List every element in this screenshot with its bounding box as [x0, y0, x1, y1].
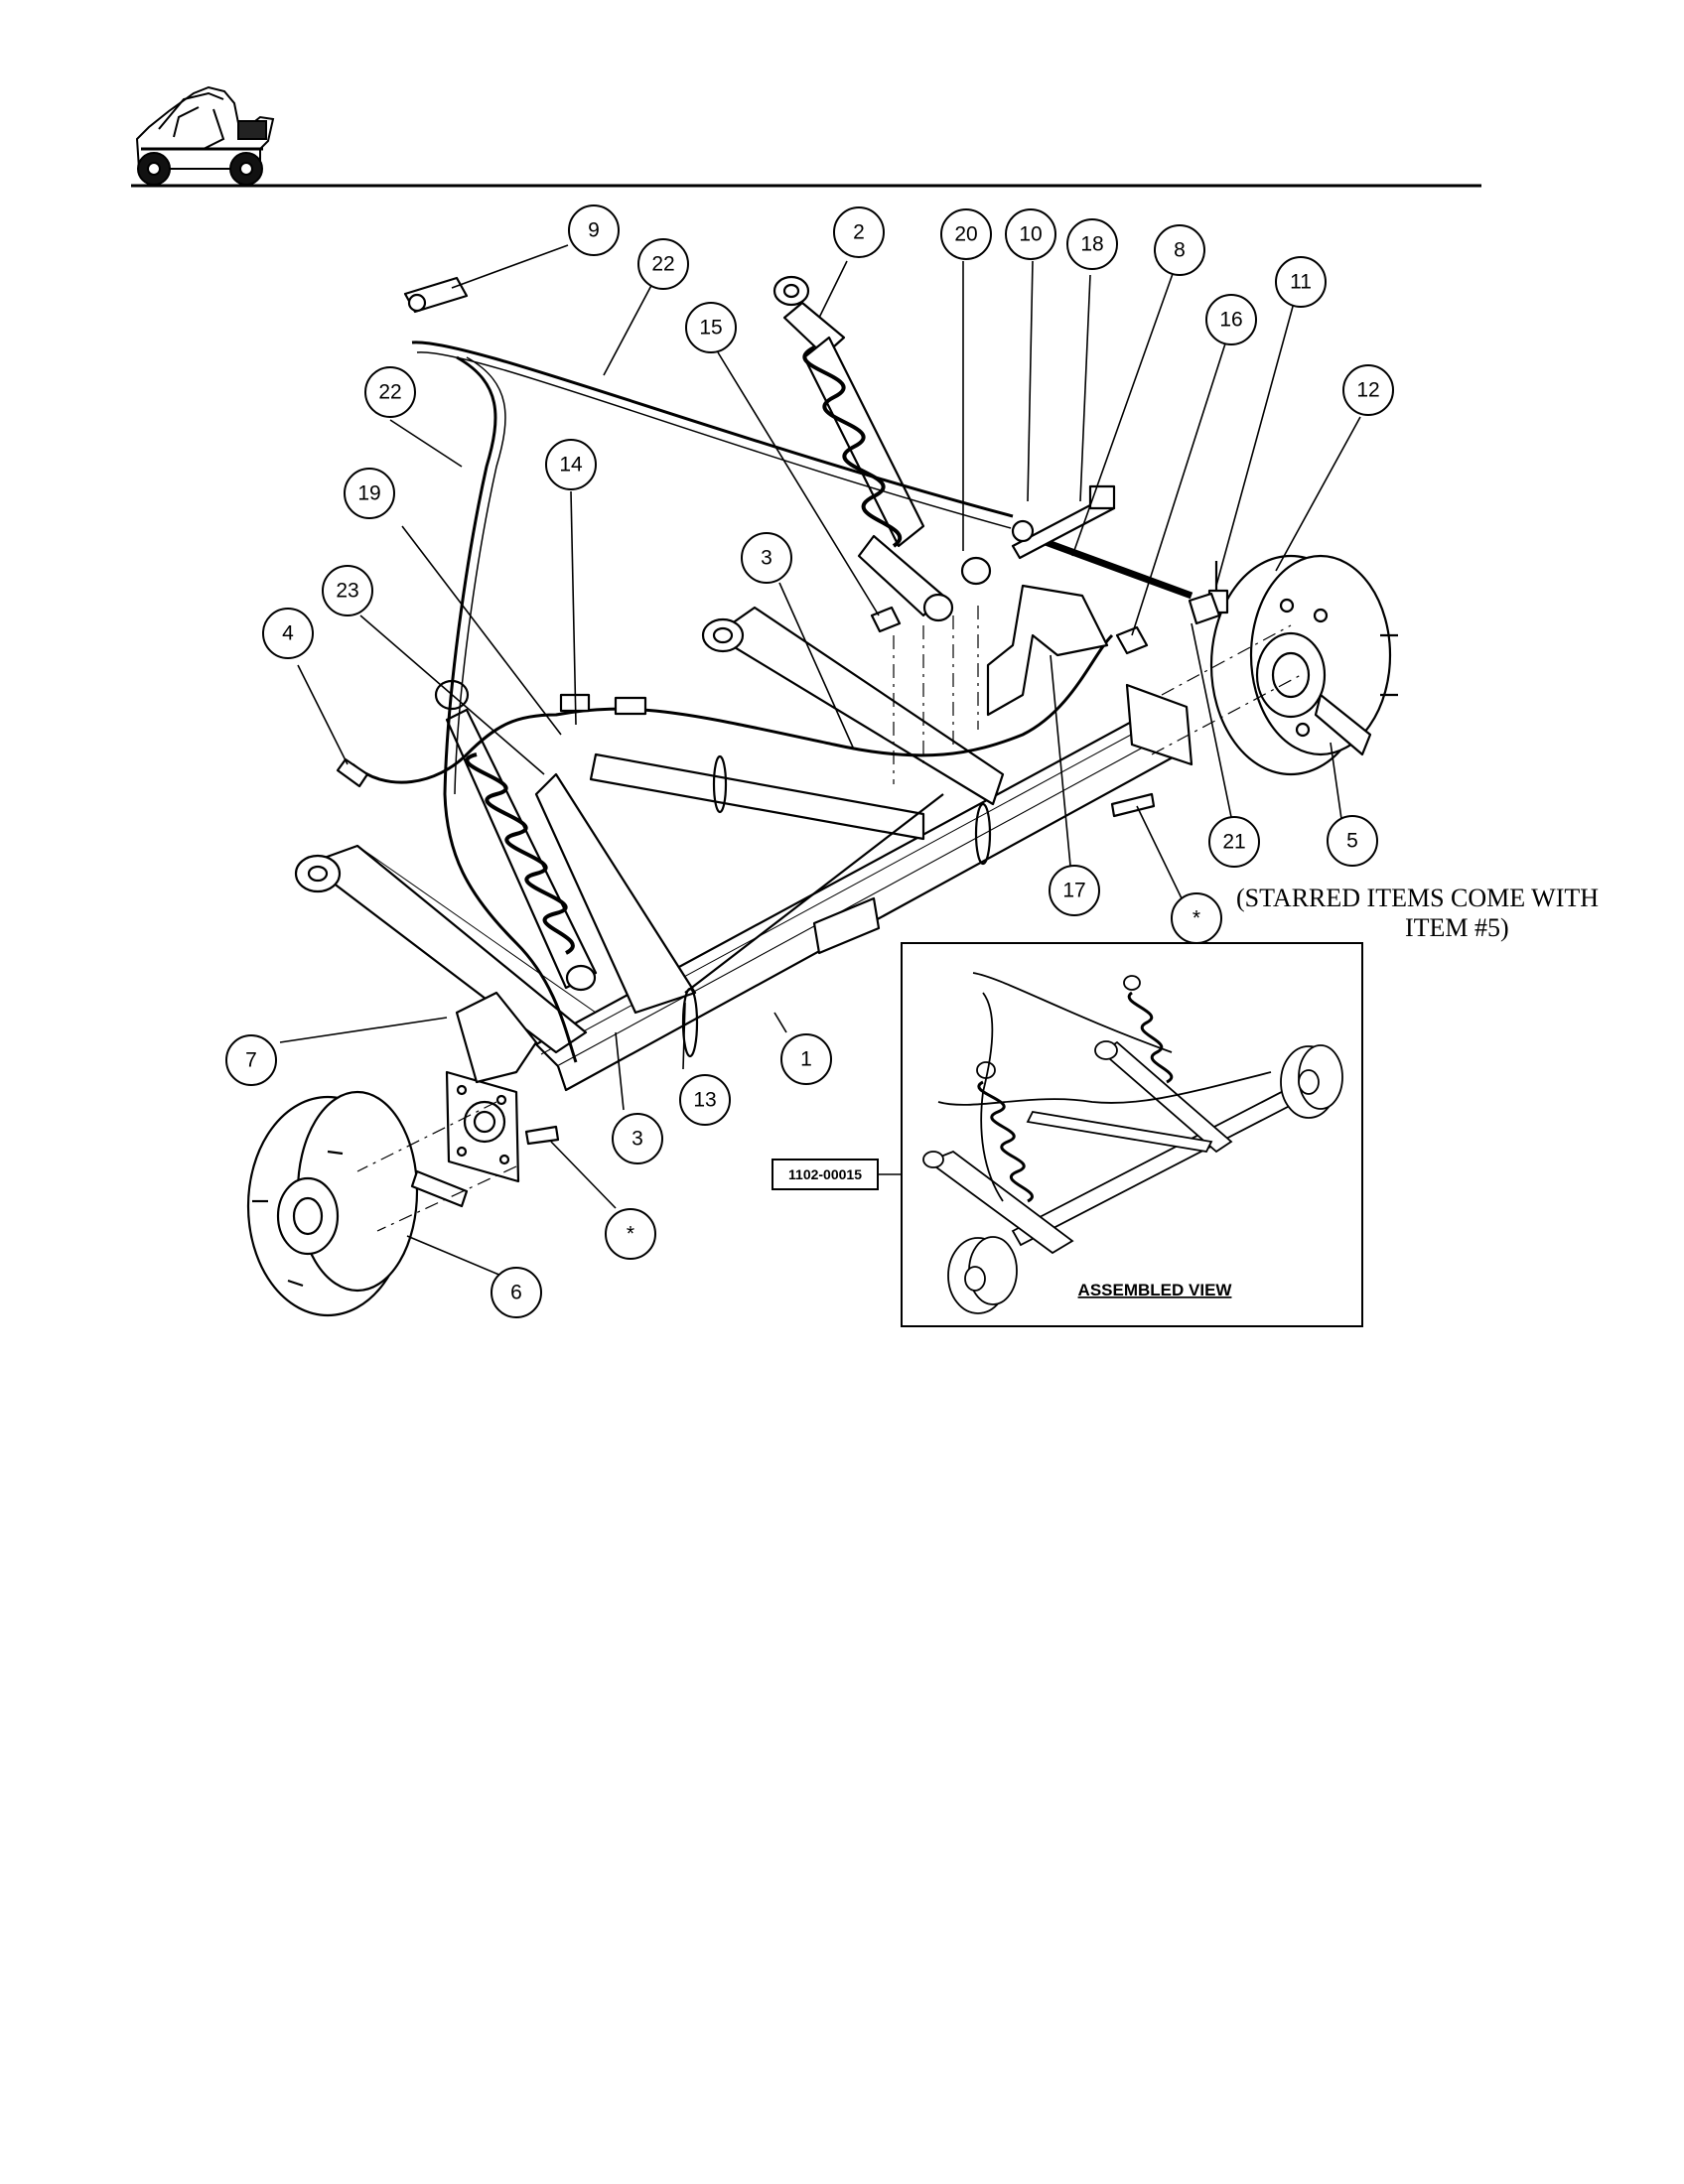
callout-label: 17 — [1062, 880, 1085, 902]
callout-label: * — [1193, 907, 1200, 930]
assembled-view-inset: ASSEMBLED VIEW — [901, 942, 1363, 1327]
callout-6: 6 — [491, 1267, 542, 1318]
callout-label: 4 — [282, 622, 294, 645]
callout-8: 8 — [1154, 224, 1205, 276]
callout-3-back: 3 — [741, 532, 792, 584]
callout-label: 22 — [651, 253, 674, 276]
callout-label: 9 — [588, 219, 600, 242]
starred-items-note-line2: ITEM #5) — [1405, 913, 1509, 942]
callout-9: 9 — [568, 205, 620, 256]
callout-13: 13 — [679, 1074, 731, 1126]
callout-5: 5 — [1327, 815, 1378, 867]
callout-18: 18 — [1066, 218, 1118, 270]
callout-label: 14 — [559, 454, 583, 477]
callout-label: 7 — [245, 1049, 257, 1072]
callout-label: 20 — [954, 223, 977, 246]
callout-4: 4 — [262, 608, 314, 659]
callouts: 9 22 2 20 10 18 8 16 11 15 12 22 14 19 3… — [225, 205, 1394, 1318]
callout-label: 11 — [1290, 271, 1312, 294]
part-number-box: 1102-00015 — [772, 1159, 902, 1190]
callout-10: 10 — [1005, 208, 1056, 260]
callout-19: 19 — [344, 468, 395, 519]
callout-label: 15 — [699, 317, 722, 340]
callout-12: 12 — [1342, 364, 1394, 416]
callout-11: 11 — [1275, 256, 1327, 308]
starred-items-note: (STARRED ITEMS COME WITH — [1236, 884, 1599, 912]
callout-star-left: * — [605, 1208, 656, 1260]
callout-label: 1 — [800, 1048, 812, 1071]
callout-label: * — [627, 1223, 634, 1246]
callout-label: 16 — [1219, 309, 1242, 332]
callout-label: 18 — [1080, 233, 1103, 256]
callout-label: 19 — [357, 482, 380, 505]
callout-22: 22 — [637, 238, 689, 290]
callout-label: 22 — [378, 381, 401, 404]
callout-label: 12 — [1356, 379, 1379, 402]
callout-15: 15 — [685, 302, 737, 353]
utility-vehicle-icon — [135, 85, 275, 186]
callout-7: 7 — [225, 1034, 277, 1086]
callout-20: 20 — [940, 208, 992, 260]
callout-14: 14 — [545, 439, 597, 490]
callout-21: 21 — [1208, 816, 1260, 868]
callout-16: 16 — [1205, 294, 1257, 345]
callout-label: 5 — [1346, 830, 1358, 853]
callout-2: 2 — [833, 206, 885, 258]
callout-label: 10 — [1019, 223, 1042, 246]
assembled-view-label: ASSEMBLED VIEW — [1078, 1281, 1233, 1299]
callout-1: 1 — [780, 1033, 832, 1085]
leader-lines — [279, 244, 1361, 1277]
callout-label: 6 — [510, 1282, 522, 1304]
callout-label: 21 — [1222, 831, 1245, 854]
callout-label: 3 — [632, 1128, 643, 1151]
callout-17: 17 — [1049, 865, 1100, 916]
part-number-label: 1102-00015 — [788, 1166, 862, 1182]
callout-3-front: 3 — [612, 1113, 663, 1164]
callout-label: 3 — [761, 547, 772, 570]
callout-star-right: * — [1171, 892, 1222, 944]
callout-23: 23 — [322, 565, 373, 616]
callout-label: 23 — [336, 580, 358, 603]
callout-label: 2 — [853, 221, 865, 244]
exploded-view — [246, 275, 1398, 1317]
callout-label: 13 — [693, 1089, 716, 1112]
callout-22b: 22 — [364, 366, 416, 418]
callout-label: 8 — [1174, 239, 1186, 262]
